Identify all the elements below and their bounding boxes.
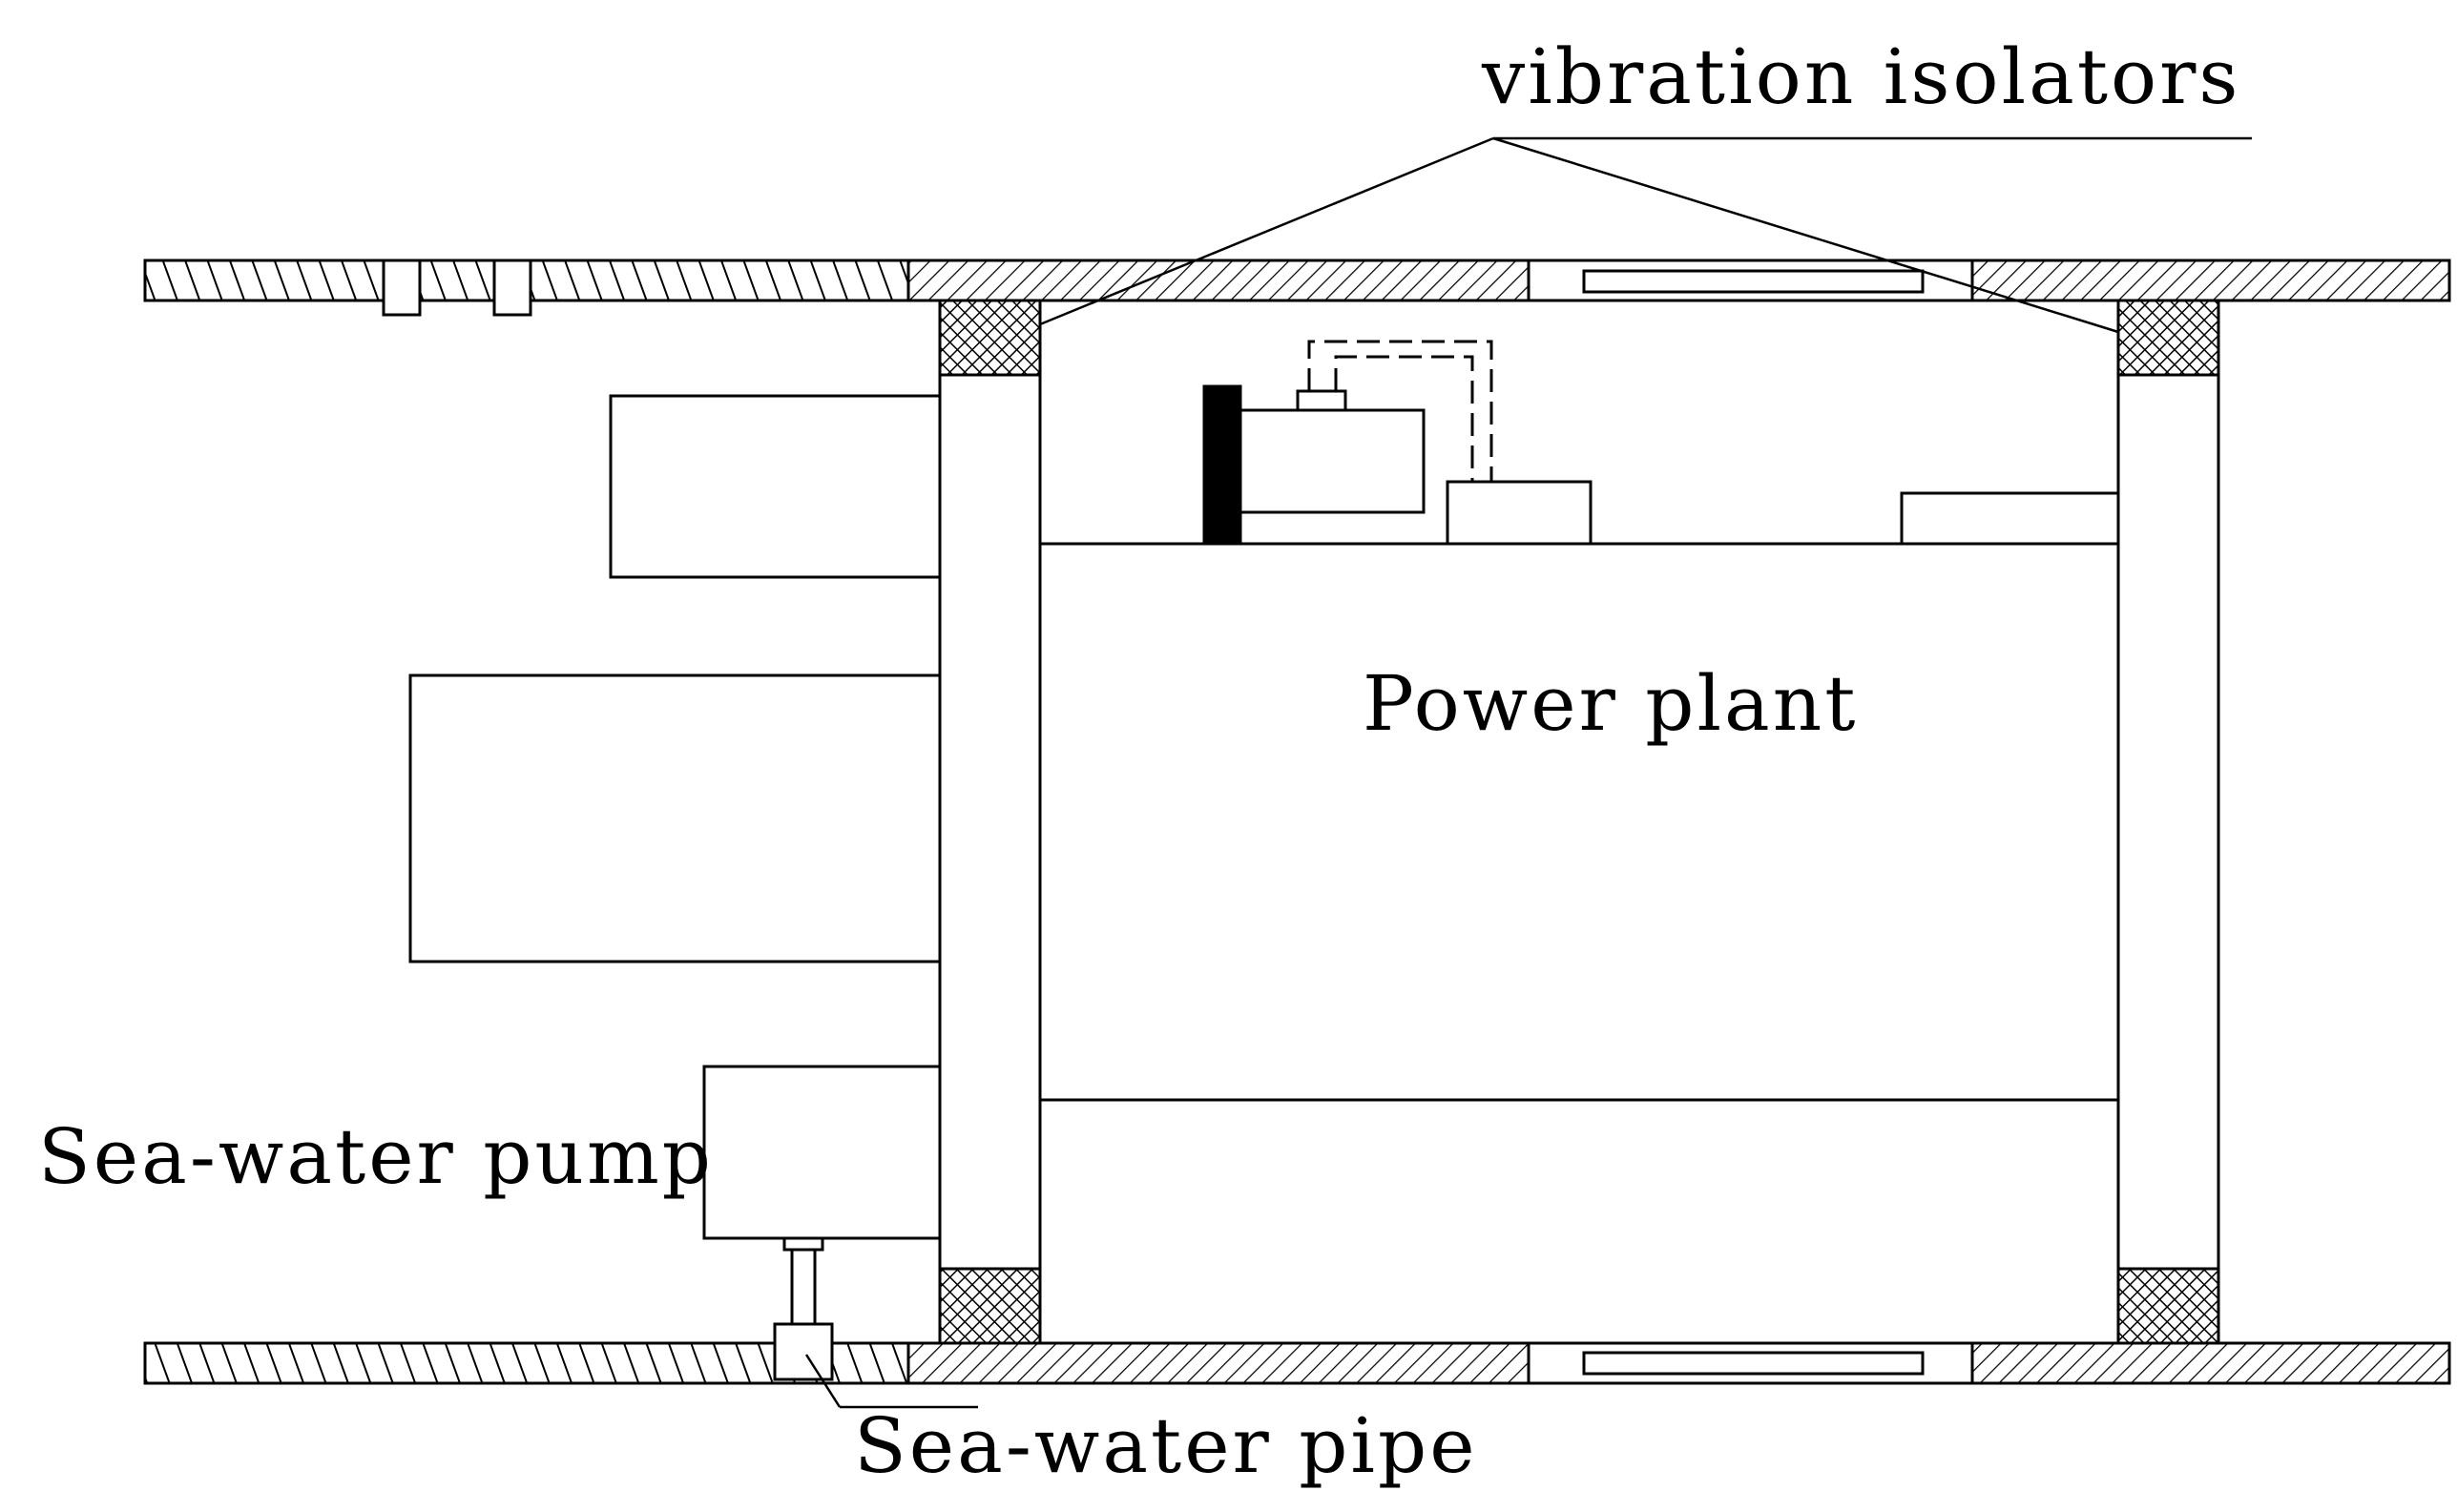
- sea-water-pipe: [773, 1236, 834, 1381]
- isolator-bottom-right: [2116, 1267, 2220, 1345]
- deck-opening: [492, 259, 532, 317]
- frame-post-left: [938, 373, 1042, 1271]
- side-equipment-upper: [609, 394, 942, 579]
- bottom-deck: [143, 1341, 2451, 1385]
- isolator-top-left: [938, 299, 1042, 377]
- vibration-isolators: [938, 299, 2220, 1345]
- control-box: [1446, 480, 1593, 546]
- leader-lines: [804, 136, 2252, 1409]
- isolator-top-right: [2116, 299, 2220, 377]
- top-deck: [143, 259, 2451, 317]
- side-equipment-middle: [408, 673, 942, 963]
- sea-water-pipe-label: Sea-water pipe: [854, 1401, 1478, 1490]
- power-plant-label: Power plant: [1363, 659, 1858, 748]
- sea-water-pump-box: [702, 1065, 942, 1240]
- motor-unit: [1202, 340, 1593, 546]
- frame-post-right: [2116, 373, 2220, 1271]
- auxiliary-box: [1900, 491, 2120, 546]
- deck-opening: [382, 259, 422, 317]
- vibration-isolators-label: vibration isolators: [1481, 32, 2240, 121]
- sea-water-pump-label: Sea-water pump: [38, 1112, 714, 1201]
- power-plant-block: [1038, 542, 2120, 1102]
- isolator-bottom-left: [938, 1267, 1042, 1345]
